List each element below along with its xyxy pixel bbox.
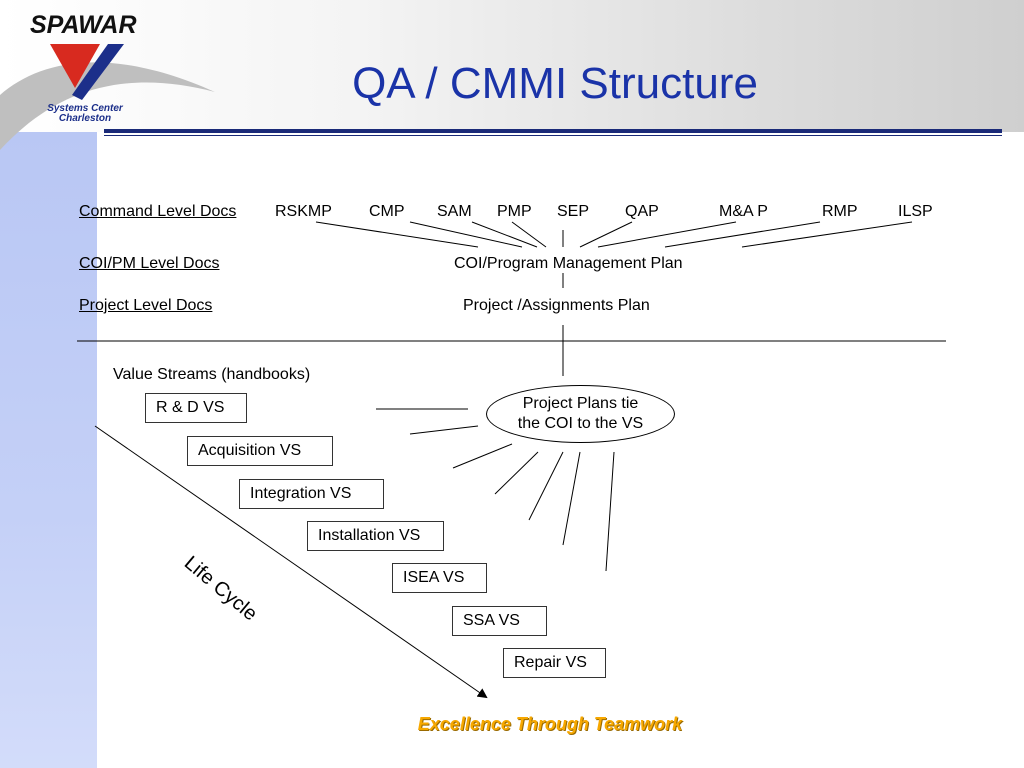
ray-isea — [528, 451, 564, 521]
doc-pmp: PMP — [497, 203, 532, 220]
doc-cmp: CMP — [369, 203, 405, 220]
doc-sep: SEP — [557, 203, 590, 220]
vs-box-repair: Repair VS — [503, 648, 606, 678]
page-title: QA / CMMI Structure — [352, 59, 758, 108]
coi-program-plan: COI/Program Management Plan — [454, 255, 683, 272]
hub-text-line1: Project Plans tie — [522, 395, 639, 412]
command-level-label: Command Level Docs — [79, 203, 237, 220]
connector-ma-p — [597, 221, 737, 248]
connector-rskmp — [315, 221, 479, 248]
ray-acquisition — [409, 425, 479, 435]
doc-ilsp: ILSP — [898, 203, 933, 220]
spawar-logo: SPAWAR Systems Center Charleston — [0, 0, 220, 160]
doc-rskmp: RSKMP — [275, 203, 332, 220]
connector-sam — [471, 221, 538, 248]
lifecycle-arrow — [94, 425, 488, 699]
project-plans-hub: Project Plans tie the COI to the VS — [486, 385, 675, 443]
logo-swoosh — [0, 62, 215, 150]
footer-tagline: Excellence Through Teamwork — [417, 714, 683, 734]
project-level-label: Project Level Docs — [79, 297, 213, 314]
value-streams-heading: Value Streams (handbooks) — [113, 366, 311, 383]
project-assignments-plan: Project /Assignments Plan — [463, 297, 650, 314]
doc-rmp: RMP — [822, 203, 858, 220]
doc-sam: SAM — [437, 203, 472, 220]
vs-box-installation: Installation VS — [307, 521, 444, 551]
connector-pmp — [511, 221, 547, 248]
doc-qap: QAP — [625, 203, 659, 220]
vs-box-acquisition: Acquisition VS — [187, 436, 333, 466]
connector-qap — [579, 221, 633, 248]
logo-subtitle-line2: Charleston — [59, 113, 111, 124]
logo-red-triangle — [50, 44, 100, 88]
logo-subtitle-line1: Systems Center — [47, 103, 124, 114]
ray-ssa — [562, 451, 581, 546]
hub-text-line2: the COI to the VS — [517, 415, 644, 432]
vs-box-rd: R & D VS — [145, 393, 247, 423]
vs-box-integration: Integration VS — [239, 479, 384, 509]
header-rule-thin — [104, 135, 1002, 136]
vs-box-isea: ISEA VS — [392, 563, 487, 593]
ray-repair — [605, 451, 615, 572]
logo-graphic: SPAWAR Systems Center Charleston — [0, 11, 215, 150]
doc-ma-p: M&A P — [719, 203, 768, 220]
connector-rmp — [664, 221, 821, 248]
connector-cmp — [409, 221, 523, 248]
left-side-band — [0, 132, 97, 768]
connector-ilsp — [741, 221, 913, 248]
vs-box-ssa: SSA VS — [452, 606, 547, 636]
ray-integration — [452, 443, 513, 469]
logo-brand-text: SPAWAR — [30, 11, 137, 39]
header-background — [0, 0, 1024, 132]
header-rule-thick — [104, 129, 1002, 133]
logo-blue-check — [72, 44, 124, 100]
coi-pm-level-label: COI/PM Level Docs — [79, 255, 220, 272]
ray-installation — [494, 451, 539, 495]
